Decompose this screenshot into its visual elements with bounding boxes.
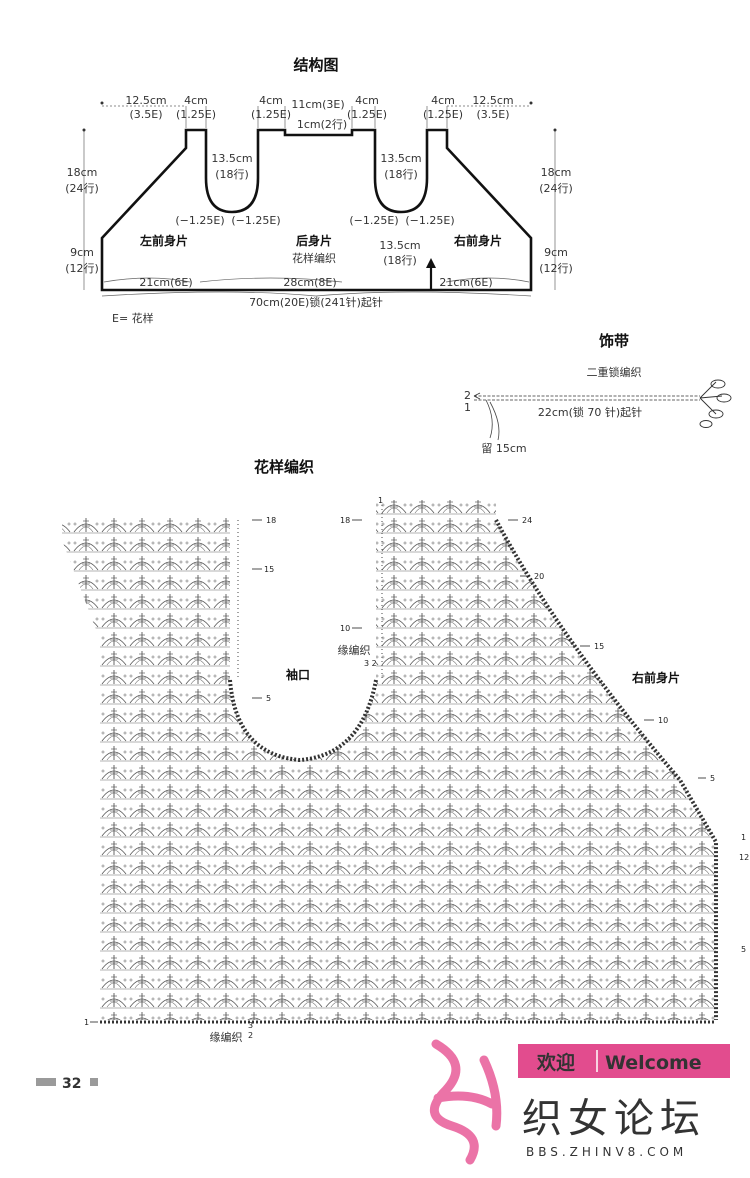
right-front-label: 右前身片 [453,233,502,248]
lower-left-rows: (12行) [65,262,99,275]
page-number: 32 [62,1076,81,1092]
strap-width-3-e: (1.25E) [347,108,387,121]
row-marker-left-5: 5 [266,694,271,703]
row-marker-bottom-3: 3 [248,1021,253,1030]
dimension-lines [83,105,556,297]
row-marker-bottom-2: 2 [248,1031,253,1040]
armhole-left-rows: (18行) [215,168,249,181]
welcome-en: Welcome [605,1052,702,1074]
armhole-edging [228,679,378,763]
row-marker-mid-10: 10 [340,624,350,633]
row-marker-bottom-1: 1 [84,1018,89,1027]
upper-left-height: 18cm [67,166,98,179]
edging-label-bottom: 缘编织 [210,1030,243,1044]
strap-width-2-e: (1.25E) [251,108,291,121]
row-marker-edge-5: 5 [741,945,746,954]
strap-width-2: 4cm [259,94,283,107]
sleeve-label: 袖口 [286,667,310,682]
tie-length: 22cm(锁 70 针)起针 [538,405,642,419]
strap-width-1: 4cm [184,94,208,107]
upper-right-rows: (24行) [539,182,573,195]
decrease-2: (−1.25E) [231,214,280,227]
right-front-chart-label: 右前身片 [631,670,680,685]
row-marker-right-24: 24 [522,516,532,525]
edging-label-armhole: 缘编织 [338,643,371,657]
tie-leaf-icon [716,393,732,403]
row-marker-mid-1: 1 [378,496,383,505]
decrease-4: (−1.25E) [405,214,454,227]
tie-tail: 留 15cm [481,442,526,455]
welcome-banner [518,1044,730,1078]
strap-width-3: 4cm [355,94,379,107]
row-marker-right-5: 5 [710,774,715,783]
legend-e: E= 花样 [112,311,154,325]
center-height: 13.5cm [379,239,420,252]
armhole-right-depth: 13.5cm [380,152,421,165]
tie-row-2: 2 [464,389,471,402]
pattern-label: 花样编织 [292,251,336,265]
schematic-title: 结构图 [293,56,338,74]
shoulder-outer-left: 12.5cm [125,94,166,107]
back-label: 后身片 [296,233,332,248]
welcome-cn: 欢迎 [536,1051,575,1074]
decrease-3: (−1.25E) [349,214,398,227]
garment-outline [100,128,533,292]
shoulder-outer-left-e: (3.5E) [129,108,162,121]
shoulder-outer-right-e: (3.5E) [476,108,509,121]
row-marker-right-15: 15 [594,642,604,651]
lower-right-rows: (12行) [539,262,573,275]
row-marker-left-18: 18 [266,516,276,525]
back-neck-width: 11cm(3E) [291,98,344,111]
lower-left-height: 9cm [70,246,94,259]
forum-name: 织女论坛 [522,1096,706,1142]
strap-width-4: 4cm [431,94,455,107]
upper-right-height: 18cm [541,166,572,179]
tie-stitch: 二重锁编织 [587,365,642,379]
row-marker-right-20: 20 [534,572,544,581]
row-marker-edge-1: 1 [741,833,746,842]
lace-pattern-area [62,500,716,1020]
front-edging [494,519,718,1020]
shoulder-outer-right: 12.5cm [472,94,513,107]
tie-leaf-icon [710,379,726,389]
row-marker-mid-32: 3 2 [364,659,377,668]
forum-logo: 欢迎 Welcome 织女论坛 BBS.ZHINV8.COM [430,1039,730,1165]
row-marker-right-10: 10 [658,716,668,725]
row-marker-mid-18: 18 [340,516,350,525]
tie-leaf-icon [699,420,713,428]
tie-row-1: 1 [464,401,471,414]
total-width: 70cm(20E)锁(241针)起针 [249,295,383,309]
footer: 32 欢迎 Welcome 织女论坛 BBS.ZHINV8.COM [36,1039,730,1165]
left-front-label: 左前身片 [139,233,188,248]
width-back: 28cm(8E) [283,276,336,289]
upper-left-rows: (24行) [65,182,99,195]
chart-title: 花样编织 [254,458,314,476]
armhole-left-depth: 13.5cm [211,152,252,165]
armhole-right-rows: (18行) [384,168,418,181]
stitch-chart: 花样编织 18 15 5 18 10 1 3 2 [62,458,749,1044]
center-height-rows: (18行) [383,254,417,267]
tie-title: 饰带 [599,332,629,350]
row-marker-left-15: 15 [264,565,274,574]
tie-leaf-icon [708,409,724,419]
row-marker-edge-12: 12 [739,853,749,862]
tie-diagram: 饰带 二重锁编织 2 1 22cm(锁 70 针)起针 留 15cm [464,332,732,455]
forum-url: BBS.ZHINV8.COM [526,1145,687,1159]
lower-right-height: 9cm [544,246,568,259]
schematic: 结构图 12.5cm (3 [65,56,573,325]
width-right-front: 21cm(6E) [439,276,492,289]
decrease-1: (−1.25E) [175,214,224,227]
back-neck-drop: 1cm(2行) [297,118,347,131]
strap-width-1-e: (1.25E) [176,108,216,121]
width-left-front: 21cm(6E) [139,276,192,289]
logo-swirl-icon [430,1039,502,1165]
direction-arrow-icon [426,258,436,268]
strap-width-4-e: (1.25E) [423,108,463,121]
